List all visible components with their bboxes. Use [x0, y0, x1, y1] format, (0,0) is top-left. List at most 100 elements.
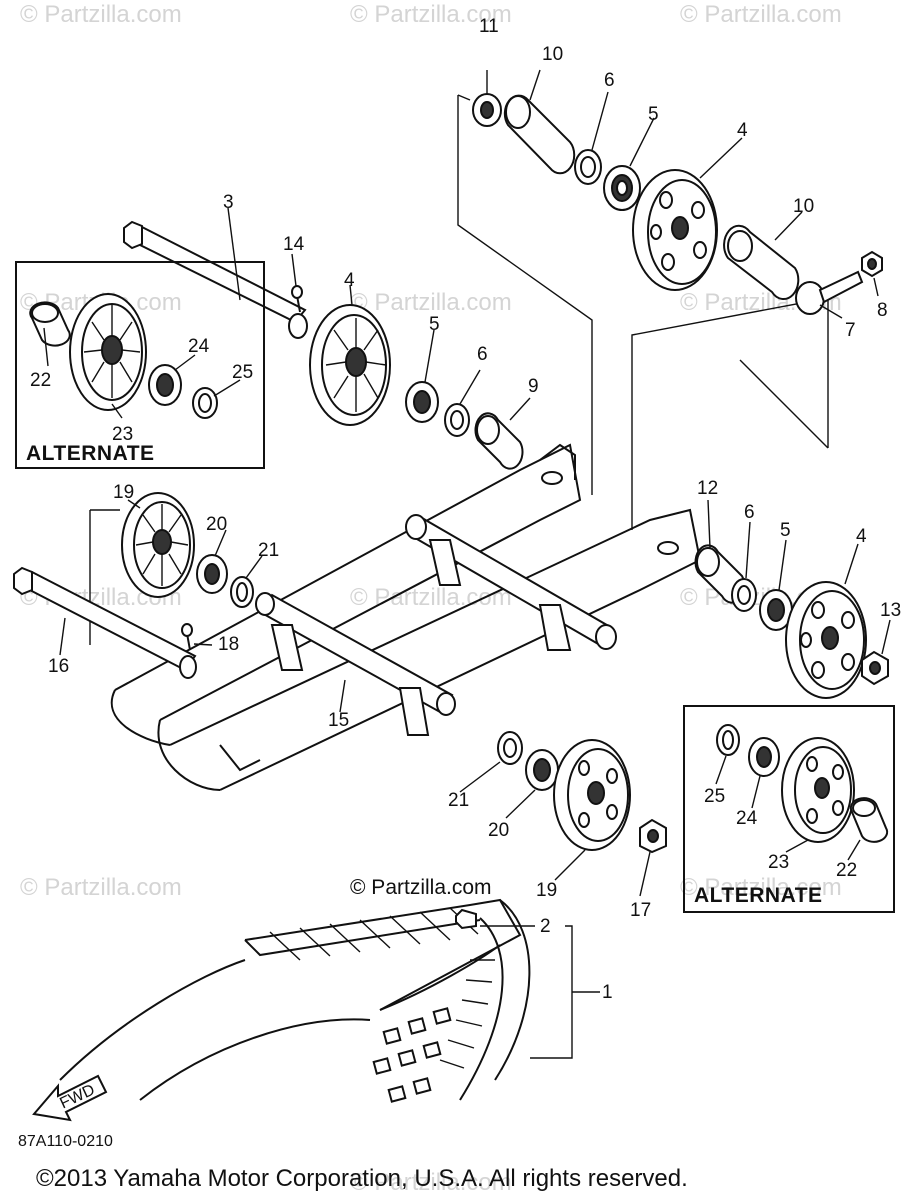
collar-10-upper	[503, 94, 576, 175]
bearing-20-left	[196, 554, 228, 594]
reference-bracket	[457, 95, 593, 495]
callout-21: 21	[258, 540, 279, 561]
nut-13	[861, 650, 889, 686]
copyright-notice: ©2013 Yamaha Motor Corporation, U.S.A. A…	[36, 1165, 688, 1192]
callout-5: 5	[648, 104, 659, 125]
pin-14	[291, 285, 303, 313]
shaft-15	[255, 592, 456, 736]
bearing-5-middle	[405, 381, 439, 423]
wheel-4-upper	[632, 169, 718, 291]
callout-19: 19	[536, 880, 557, 901]
leader-lines	[43, 69, 891, 1059]
wheel-23-left	[69, 293, 147, 411]
watermark: © Partzilla.com	[350, 1, 512, 28]
callout-24: 24	[188, 336, 210, 357]
collar-22-left	[29, 301, 71, 347]
collar-9	[474, 412, 524, 470]
callout-21: 21	[448, 790, 469, 811]
collar-22-right	[849, 797, 889, 843]
callout-23: 23	[112, 424, 133, 445]
circlip-6-right	[731, 578, 757, 612]
cross-shaft-upper	[405, 514, 617, 651]
callout-25: 25	[232, 362, 253, 383]
alternate-label: ALTERNATE	[26, 442, 155, 465]
wheel-23-right	[781, 737, 855, 843]
callout-14: 14	[283, 234, 305, 255]
callout-4: 4	[856, 526, 867, 547]
callout-22: 22	[30, 370, 51, 391]
reference-bracket	[739, 359, 829, 449]
callout-2: 2	[540, 916, 551, 937]
bearing-20-lower	[525, 749, 559, 791]
alternate-box-right	[683, 705, 895, 913]
callout-11: 11	[479, 16, 499, 37]
callout-1: 1	[602, 982, 613, 1003]
callout-17: 17	[630, 900, 651, 921]
watermark: © Partzilla.com	[350, 289, 512, 316]
bolt-7	[795, 270, 864, 315]
reference-bracket	[631, 297, 829, 530]
callout-12: 12	[697, 478, 718, 499]
watermark: © Partzilla.com	[20, 874, 182, 901]
bearing-24-right	[748, 737, 780, 777]
watermark: © Partzilla.com	[350, 1169, 512, 1196]
callout-4: 4	[344, 270, 355, 291]
clip-2	[455, 908, 477, 930]
callout-24: 24	[736, 808, 758, 829]
callout-4: 4	[737, 120, 748, 141]
collar-10-lower	[723, 224, 800, 301]
circlip-6-middle	[444, 403, 470, 437]
bearing-5-upper	[603, 165, 641, 211]
callout-10: 10	[793, 196, 814, 217]
callout-23: 23	[768, 852, 789, 873]
callout-6: 6	[744, 502, 755, 523]
shaft-16	[13, 566, 197, 679]
callout-22: 22	[836, 860, 857, 881]
track-1	[59, 898, 531, 1103]
nut-8	[861, 250, 883, 278]
circlip-6-upper	[574, 149, 602, 185]
watermark: © Partzilla.com	[680, 1, 842, 28]
callout-13: 13	[880, 600, 901, 621]
collar-17	[639, 818, 667, 854]
callout-25: 25	[704, 786, 725, 807]
callout-6: 6	[477, 344, 488, 365]
callout-6: 6	[604, 70, 615, 91]
diagram-code: 87A110-0210	[18, 1133, 113, 1150]
bearing-24-left	[148, 364, 182, 406]
reference-bracket	[457, 94, 471, 101]
circlip-25-left	[192, 387, 218, 419]
slide-rail-frame	[110, 443, 702, 791]
watermark: © Partzilla.com	[20, 1, 182, 28]
wheel-4-right	[785, 581, 867, 699]
callout-10: 10	[542, 44, 563, 65]
forward-arrow-icon: FWD	[32, 1074, 108, 1122]
wheel-19-left	[121, 492, 195, 598]
circlip-21-left	[230, 576, 254, 608]
bearing-5-right	[759, 589, 793, 631]
callout-16: 16	[48, 656, 69, 677]
shaft-3	[123, 220, 308, 339]
callout-7: 7	[845, 320, 856, 341]
callout-8: 8	[877, 300, 888, 321]
callout-5: 5	[429, 314, 440, 335]
circlip-21-lower	[497, 731, 523, 765]
callout-19: 19	[113, 482, 134, 503]
callout-20: 20	[206, 514, 227, 535]
callout-18: 18	[218, 634, 239, 655]
callout-9: 9	[528, 376, 539, 397]
wheel-4-middle	[309, 304, 391, 426]
washer-11	[472, 93, 502, 127]
callout-5: 5	[780, 520, 791, 541]
callout-20: 20	[488, 820, 509, 841]
circlip-25-right	[716, 724, 740, 756]
callout-3: 3	[223, 192, 234, 213]
pin-18	[181, 623, 193, 651]
partzilla-credit: © Partzilla.com	[350, 876, 492, 899]
alternate-label: ALTERNATE	[694, 884, 823, 907]
watermark: © Partzilla.com	[680, 874, 842, 901]
callout-15: 15	[328, 710, 349, 731]
alternate-box-left	[15, 261, 265, 469]
